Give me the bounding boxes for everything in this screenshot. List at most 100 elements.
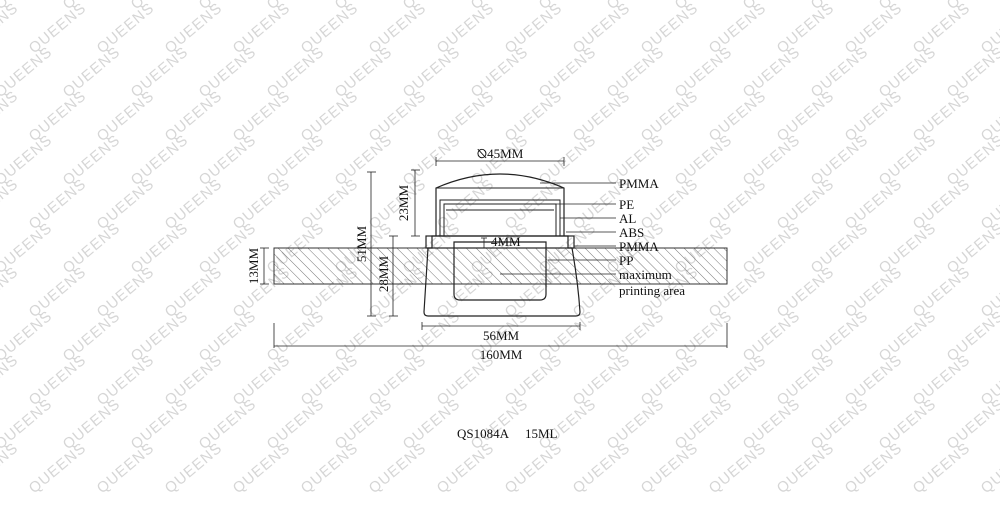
watermark-text: QUEENS [570, 439, 634, 497]
watermark-text: QUEENS [230, 351, 294, 409]
watermark-text: QUEENS [264, 131, 328, 189]
watermark-text: QUEENS [128, 395, 192, 453]
watermark-text: QUEENS [26, 175, 90, 233]
watermark-text: QUEENS [468, 395, 532, 453]
watermark-text: QUEENS [842, 439, 906, 497]
watermark-text: QUEENS [638, 351, 702, 409]
watermark-text: QUEENS [740, 395, 804, 453]
model-number: QS1084A [457, 426, 510, 441]
watermark-text: QUEENS [94, 0, 158, 57]
watermark-text: QUEENS [706, 439, 770, 497]
watermark-text: QUEENS [332, 307, 396, 365]
watermark-text: QUEENS [60, 131, 124, 189]
jar-body [423, 235, 581, 317]
watermark-text: QUEENS [638, 439, 702, 497]
watermark-text: QUEENS [400, 43, 464, 101]
watermark-text: QUEENS [740, 43, 804, 101]
watermark-text: QUEENS [502, 439, 566, 497]
band-height-label: 13MM [246, 248, 261, 285]
watermark-text: QUEENS [60, 307, 124, 365]
watermark-text: QUEENS [400, 131, 464, 189]
watermark-text: QUEENS [740, 307, 804, 365]
watermark-text: QUEENS [502, 87, 566, 145]
watermark-text: QUEENS [570, 0, 634, 57]
material-pe: PE [619, 197, 634, 212]
watermark-text: QUEENS [26, 0, 90, 57]
watermark-text: QUEENS [196, 307, 260, 365]
watermark-text: QUEENS [162, 87, 226, 145]
watermark-text: QUEENS [264, 43, 328, 101]
watermark-text: QUEENS [842, 0, 906, 57]
watermark-text: QUEENS [570, 351, 634, 409]
watermark-text: QUEENS [128, 219, 192, 277]
watermark-text: QUEENS [196, 395, 260, 453]
watermark-text: QUEENS [536, 395, 600, 453]
watermark-text: QUEENS [366, 0, 430, 57]
watermark-text: QUEENS [944, 43, 1000, 101]
watermark-text: QUEENS [94, 351, 158, 409]
printing-area-line-1: maximum [619, 267, 672, 282]
watermark-text: QUEENS [196, 43, 260, 101]
watermark-text: QUEENS [434, 0, 498, 57]
watermark-text: QUEENS [94, 87, 158, 145]
watermark-text: QUEENS [672, 395, 736, 453]
watermark-text: QUEENS [60, 395, 124, 453]
watermark-text: QUEENS [26, 439, 90, 497]
watermark-text: QUEENS [808, 395, 872, 453]
watermark-text: QUEENS [196, 131, 260, 189]
watermark-text: QUEENS [128, 43, 192, 101]
watermark-text: QUEENS [774, 0, 838, 57]
watermark-text: QUEENS [230, 439, 294, 497]
watermark-text: QUEENS [910, 351, 974, 409]
watermark-text: QUEENS [774, 439, 838, 497]
watermark-text: QUEENS [944, 395, 1000, 453]
watermark-text: QUEENS [808, 131, 872, 189]
watermark-text: QUEENS [26, 263, 90, 321]
watermark-text: QUEENS [638, 87, 702, 145]
band-width-label: 160MM [480, 347, 523, 362]
watermark-text: QUEENS [400, 395, 464, 453]
material-al: AL [619, 211, 636, 226]
watermark-text: QUEENS [672, 307, 736, 365]
total-height-label: 51MM [354, 226, 369, 263]
watermark-text: QUEENS [298, 0, 362, 57]
watermark-text: QUEENS [876, 219, 940, 277]
watermark-text: QUEENS [876, 131, 940, 189]
watermark-text: QUEENS [740, 219, 804, 277]
watermark-text: QUEENS [0, 351, 22, 409]
watermark-text: QUEENS [502, 0, 566, 57]
watermark-text: QUEENS [60, 219, 124, 277]
watermark-text: QUEENS [94, 439, 158, 497]
watermark-text: QUEENS [706, 175, 770, 233]
watermark-text: QUEENS [26, 351, 90, 409]
watermark-text: QUEENS [366, 87, 430, 145]
watermark-text: QUEENS [0, 0, 22, 57]
watermark-text: QUEENS [332, 395, 396, 453]
watermark-text: QUEENS [774, 263, 838, 321]
watermark-text: QUEENS [706, 0, 770, 57]
watermark-text: QUEENS [162, 263, 226, 321]
material-pmma-jar: PMMA [619, 239, 659, 254]
watermark-text: QUEENS [230, 175, 294, 233]
cap-height-label: 23MM [396, 185, 411, 222]
watermark-text: QUEENS [944, 219, 1000, 277]
dimension-lines [260, 157, 728, 348]
inner-cup [453, 241, 547, 301]
watermark-text: QUEENS [230, 87, 294, 145]
watermark-text: QUEENS [672, 131, 736, 189]
watermark-text: QUEENS [298, 175, 362, 233]
watermark-text: QUEENS [434, 87, 498, 145]
inner-gap-label: 4MM [491, 234, 521, 249]
watermark-text: QUEENS [468, 43, 532, 101]
leader-lines [500, 182, 616, 275]
watermark-text: QUEENS [842, 351, 906, 409]
cap-diameter-label: ⦰45MM [477, 146, 524, 161]
watermark-text: QUEENS [944, 307, 1000, 365]
watermark-text: QUEENS [366, 351, 430, 409]
watermark-text: QUEENS [298, 439, 362, 497]
watermark-text: QUEENS [162, 439, 226, 497]
cap-outer [435, 173, 565, 236]
watermark-text: QUEENS [876, 395, 940, 453]
